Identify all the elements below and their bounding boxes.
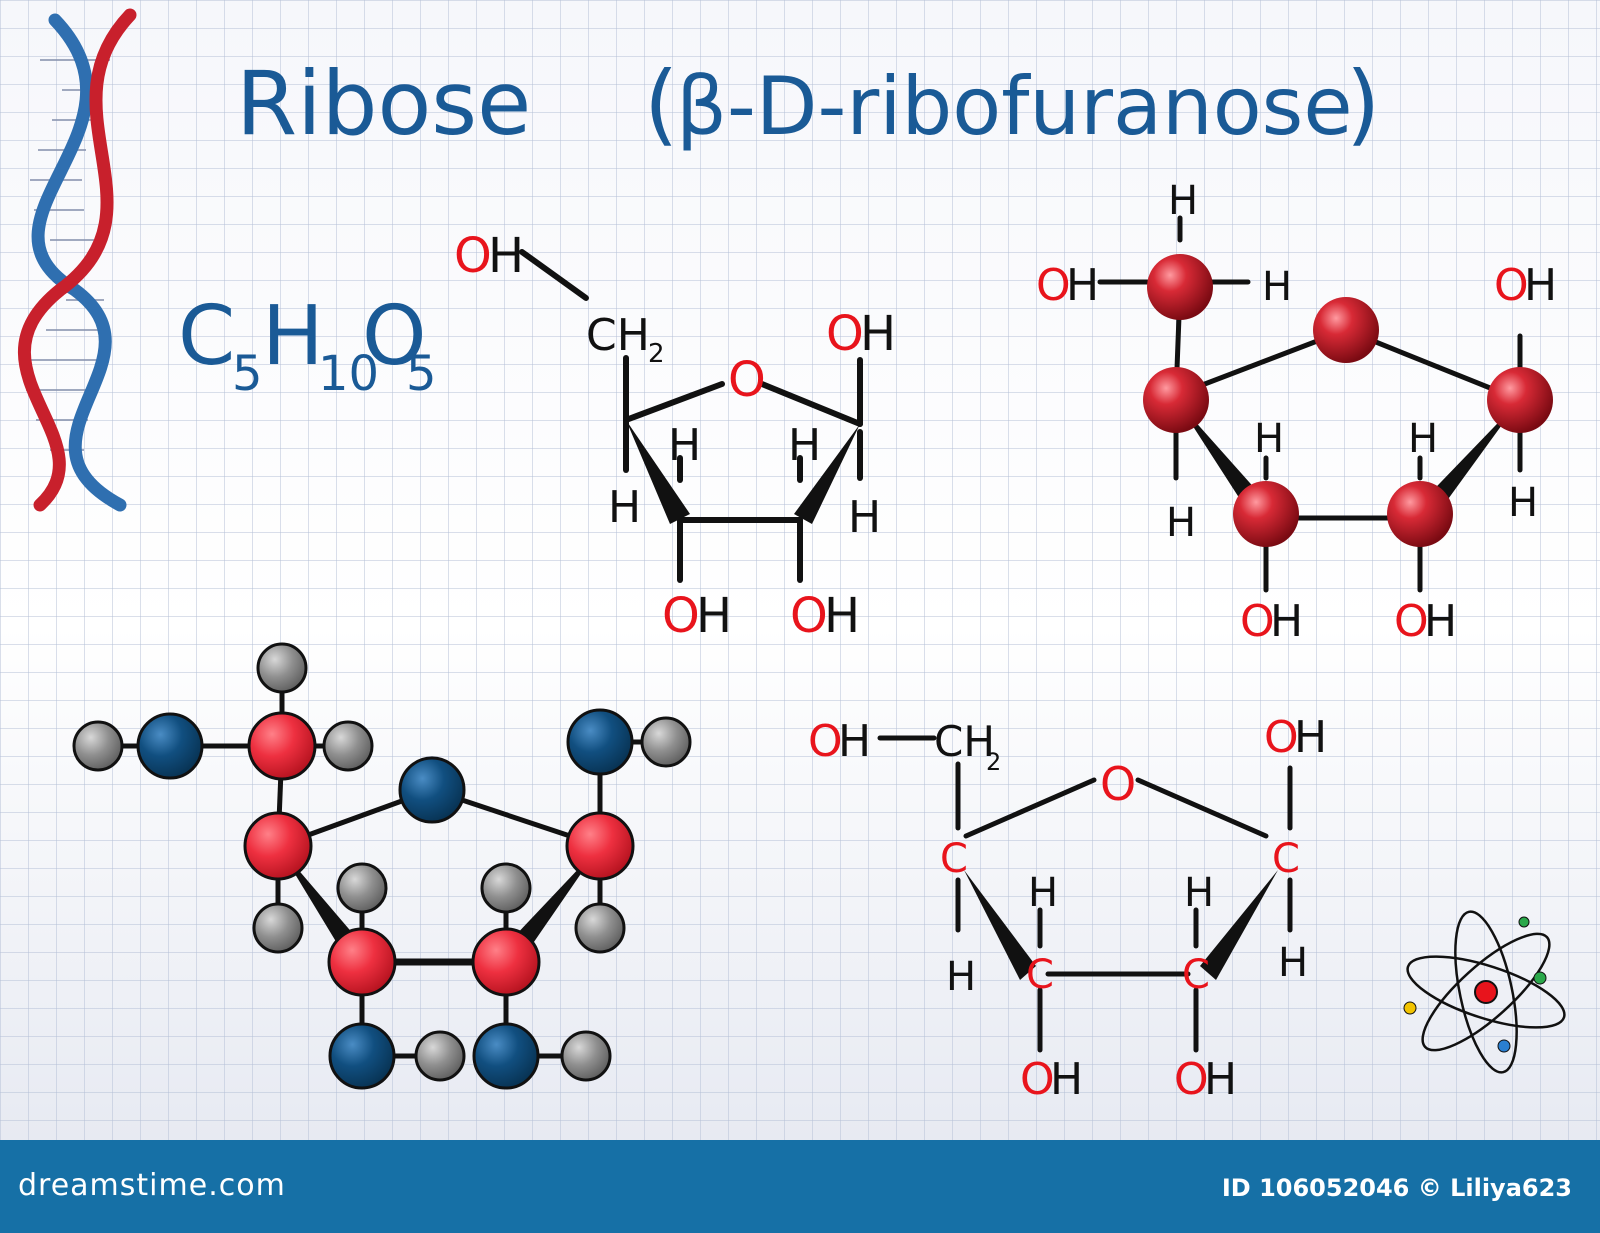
- svg-text:O: O: [728, 352, 766, 408]
- svg-text:O: O: [826, 306, 864, 362]
- svg-text:H: H: [1050, 1054, 1083, 1105]
- svg-text:O: O: [790, 588, 828, 644]
- svg-text:H: H: [1424, 596, 1457, 647]
- svg-text:2: 2: [986, 748, 1001, 776]
- svg-text:O: O: [1036, 260, 1071, 311]
- svg-text:H: H: [1294, 712, 1327, 763]
- svg-text:H: H: [1254, 416, 1284, 462]
- svg-text:O: O: [1240, 596, 1275, 647]
- ball-stick-model-1: O H H H O H H H H H O H O H: [1036, 178, 1557, 647]
- svg-text:H: H: [1270, 596, 1303, 647]
- svg-text:H: H: [848, 492, 881, 543]
- svg-text:C: C: [1026, 952, 1054, 998]
- svg-text:H: H: [608, 482, 641, 533]
- svg-text:H: H: [788, 420, 821, 471]
- skeletal-formula-1: O H CH 2 O O H H H H H O H O H: [454, 228, 896, 644]
- svg-text:H: H: [838, 716, 871, 767]
- svg-text:H: H: [696, 588, 732, 644]
- svg-text:10: 10: [318, 346, 379, 402]
- svg-text:H: H: [946, 954, 976, 1000]
- svg-text:C: C: [1272, 836, 1300, 882]
- footer-image-id: ID 106052046 © Liliya623: [1221, 1174, 1572, 1202]
- svg-text:O: O: [1264, 712, 1299, 763]
- diagram-canvas: Ribose ( β-D-ribofuranose ) C 5 H 10 O 5…: [0, 0, 1600, 1140]
- svg-text:C: C: [1182, 952, 1210, 998]
- svg-text:O: O: [1394, 596, 1429, 647]
- svg-text:H: H: [824, 588, 860, 644]
- svg-text:5: 5: [406, 346, 437, 402]
- svg-text:H: H: [1278, 940, 1308, 986]
- svg-text:O: O: [1174, 1054, 1209, 1105]
- svg-text:O: O: [1494, 260, 1529, 311]
- svg-text:O: O: [662, 588, 700, 644]
- svg-text:H: H: [860, 306, 896, 362]
- svg-text:H: H: [1184, 870, 1214, 916]
- molecular-formula: C 5 H 10 O 5: [178, 289, 437, 402]
- svg-text:H: H: [1262, 264, 1292, 310]
- svg-text:5: 5: [232, 346, 263, 402]
- svg-text:H: H: [1066, 260, 1099, 311]
- svg-text:CH: CH: [934, 717, 995, 766]
- svg-text:H: H: [1166, 500, 1196, 546]
- footer-bar: dreamstime.com ID 106052046 © Liliya623: [0, 1140, 1600, 1233]
- svg-text:H: H: [1508, 480, 1538, 526]
- svg-text:CH: CH: [586, 310, 650, 361]
- title-paren-open: (: [644, 52, 678, 155]
- svg-text:H: H: [1524, 260, 1557, 311]
- svg-text:H: H: [262, 289, 324, 384]
- svg-text:H: H: [1204, 1054, 1237, 1105]
- footer-brand: dreamstime.com: [18, 1168, 286, 1203]
- svg-text:H: H: [488, 228, 524, 284]
- svg-text:H: H: [1028, 870, 1058, 916]
- ball-stick-model-2: [72, 642, 692, 1090]
- title-paren-close: ): [1346, 52, 1380, 155]
- svg-text:H: H: [1168, 178, 1198, 224]
- skeletal-formula-2: O H CH 2 O C C C C O H H H H H O H O H: [808, 712, 1327, 1105]
- svg-text:2: 2: [648, 339, 665, 369]
- title-alt-name: β-D-ribofuranose: [676, 60, 1353, 153]
- svg-text:H: H: [1408, 416, 1438, 462]
- svg-text:O: O: [1020, 1054, 1055, 1105]
- svg-text:C: C: [940, 836, 968, 882]
- svg-text:O: O: [1100, 757, 1136, 811]
- atom-icon: [1403, 910, 1566, 1074]
- svg-text:H: H: [668, 420, 701, 471]
- svg-text:O: O: [454, 228, 492, 284]
- svg-text:C: C: [178, 289, 235, 384]
- svg-text:O: O: [362, 289, 427, 384]
- svg-text:O: O: [808, 716, 843, 767]
- dna-helix-icon: [18, 8, 137, 512]
- title-ribose: Ribose: [236, 52, 531, 155]
